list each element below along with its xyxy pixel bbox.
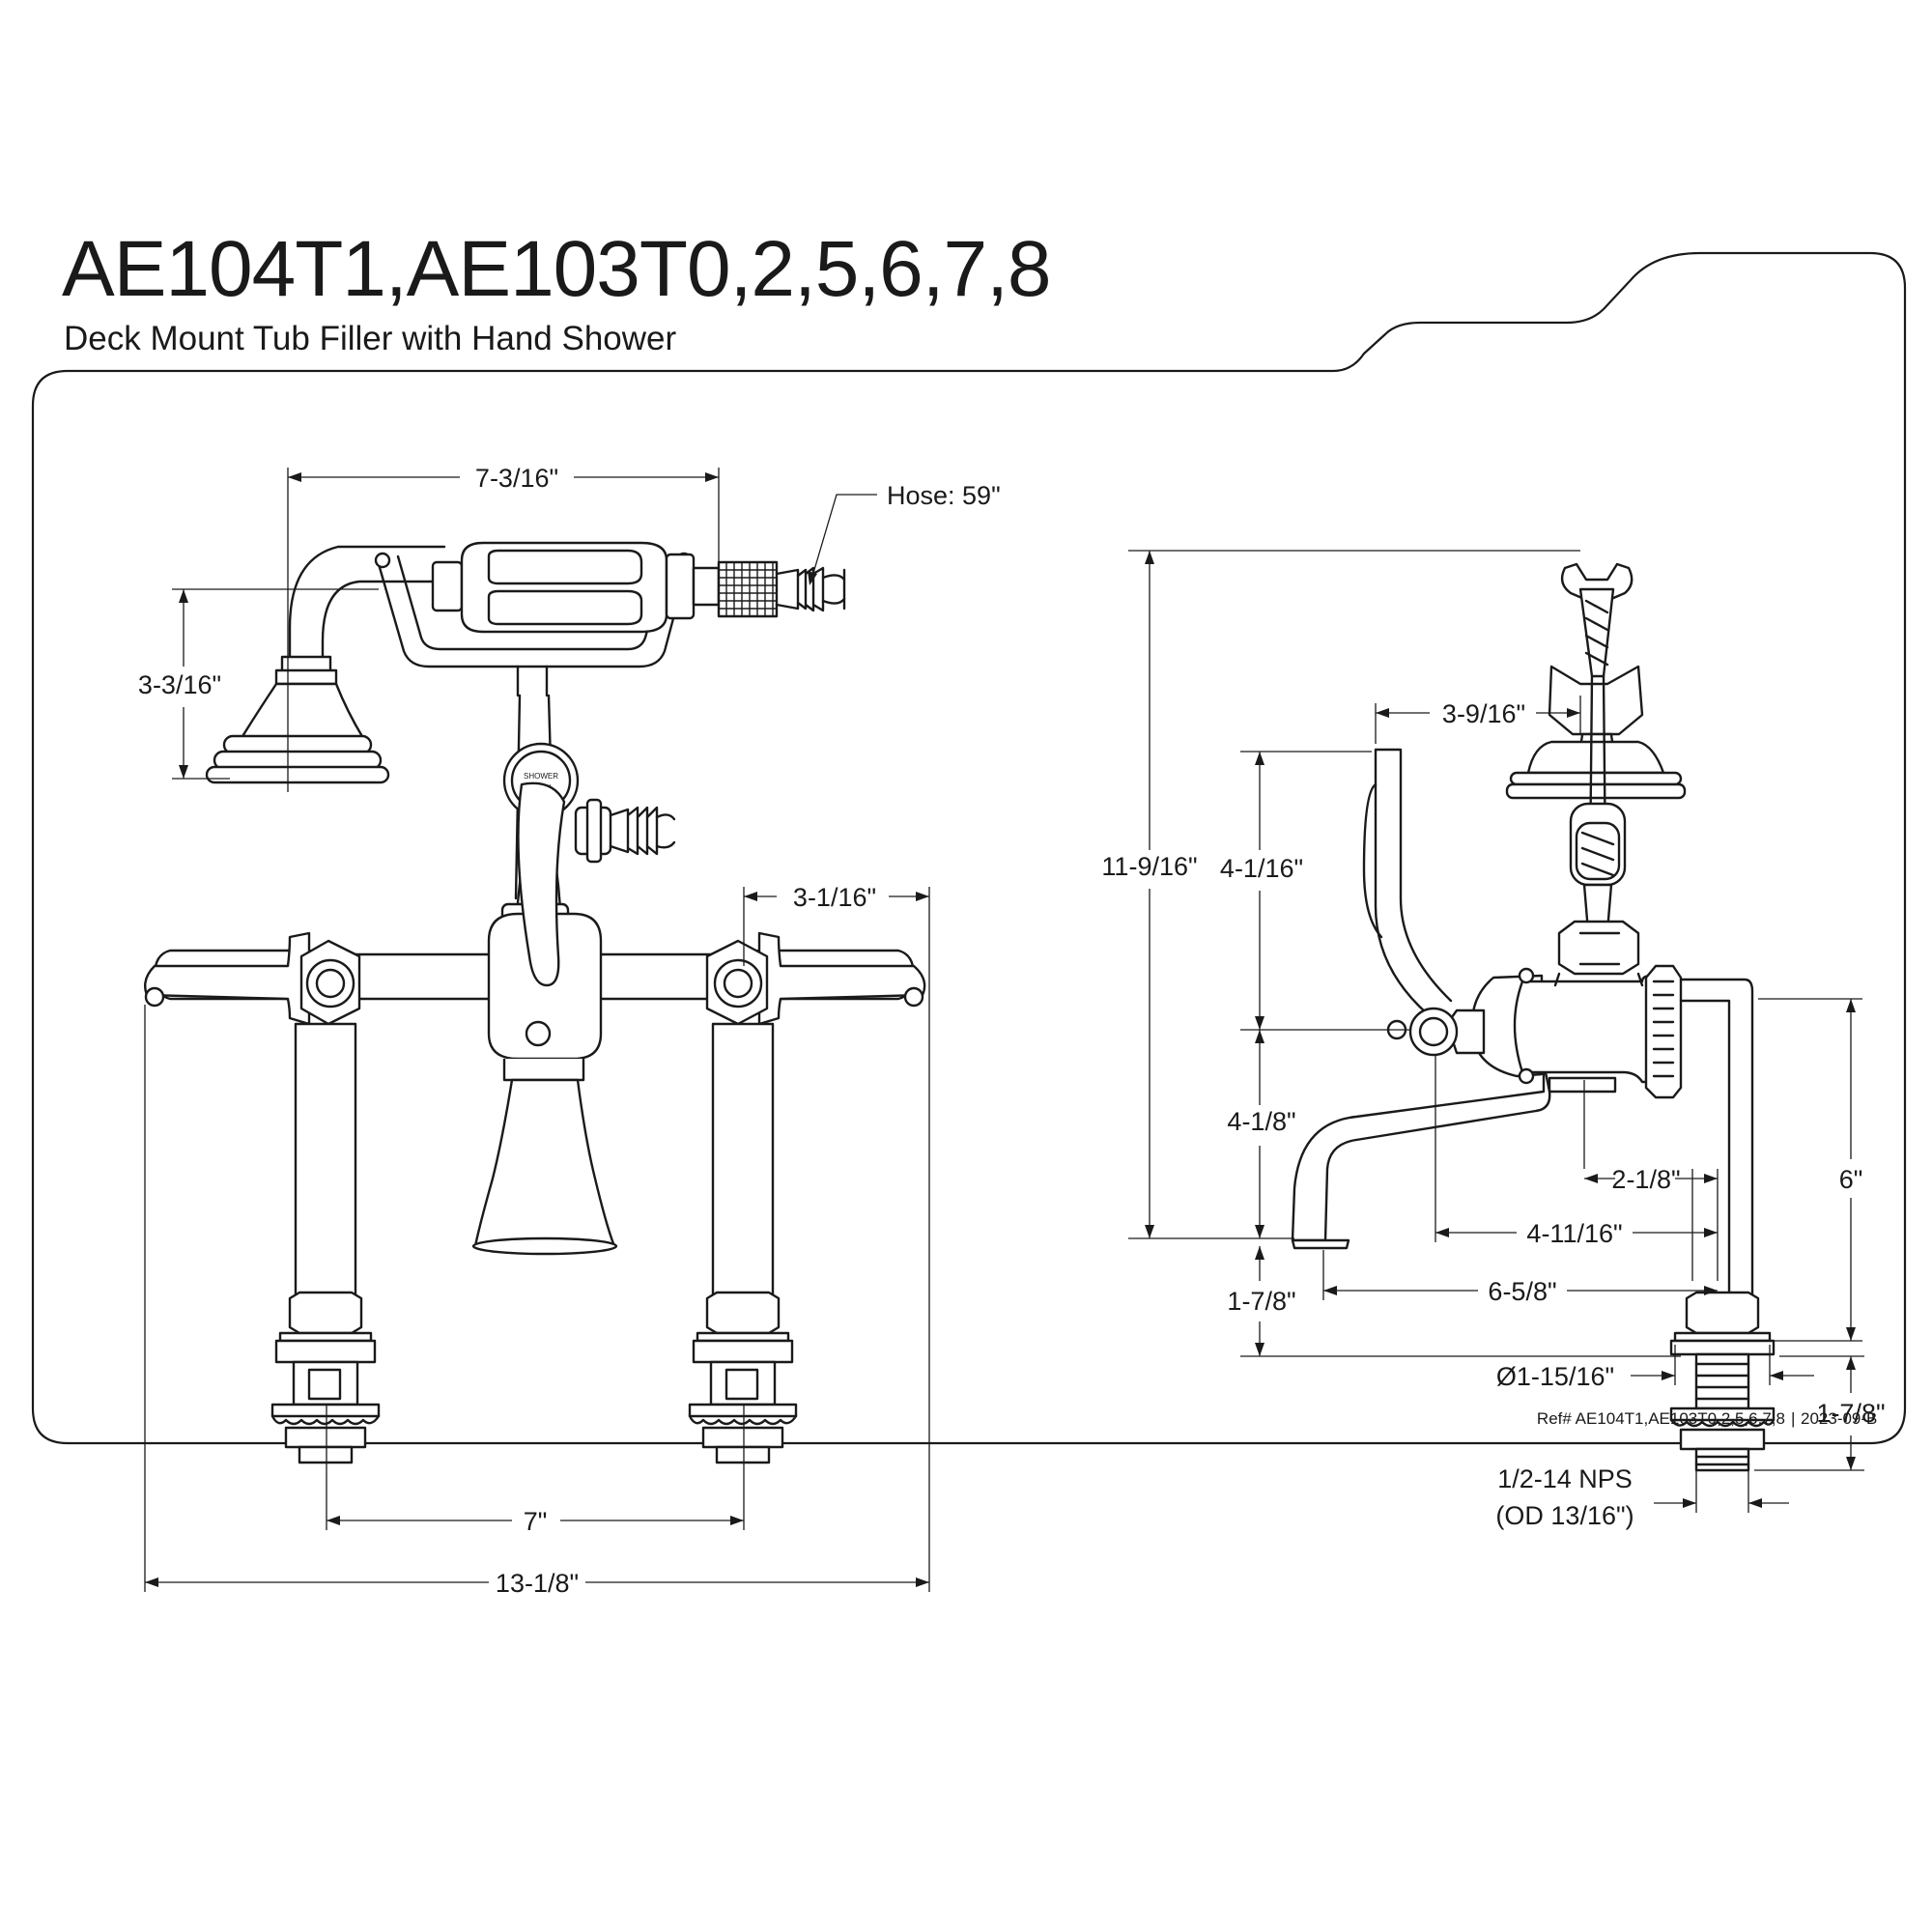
diverter-label-shower: SHOWER <box>524 772 558 781</box>
dim-spout-height: 4-1/8" <box>1227 1107 1295 1136</box>
dim-handshower-width: 7-3/16" <box>475 464 558 493</box>
side-dimensions: 11-9/16" 3-9/16" 4-1/16" 4-1/8" 2-1/8" 4… <box>1101 550 1886 1530</box>
page-subtitle: Deck Mount Tub Filler with Hand Shower <box>64 320 677 357</box>
front-dimensions: 7-3/16" Hose: 59" 3-3/16" 3-1/16" 7" 13-… <box>138 464 1001 1598</box>
hand-shower-head <box>205 545 446 784</box>
front-view: SHOWER BATH <box>138 464 1001 1598</box>
dim-thread-od: (OD 13/16") <box>1495 1501 1634 1530</box>
handset-barrel <box>431 541 721 634</box>
dim-shank-length: 1-7/8" <box>1816 1399 1885 1428</box>
side-shank <box>1669 1291 1776 1472</box>
dim-flange-diameter: Ø1-15/16" <box>1496 1362 1614 1391</box>
right-supply-leg <box>688 1022 798 1464</box>
hose-connector <box>717 560 846 618</box>
dim-cradle-offset: 3-9/16" <box>1442 699 1525 728</box>
dim-deck-clearance: 1-7/8" <box>1227 1287 1295 1316</box>
faucet-body <box>153 781 916 1256</box>
side-valve-body <box>1386 920 1754 1316</box>
revision-text: 2023-09-B <box>1801 1409 1877 1428</box>
page-title: AE104T1,AE103T0,2,5,6,7,8 <box>62 225 1052 313</box>
dim-spout-rise: 4-1/16" <box>1220 854 1303 883</box>
side-spout <box>1291 748 1617 1250</box>
side-handshower <box>1505 562 1687 933</box>
dim-handle-to-shank: 4-11/16" <box>1526 1219 1622 1248</box>
dim-overall-width: 13-1/8" <box>496 1569 579 1598</box>
reference-text: Ref# AE104T1,AE103T0,2,5,6,7,8 <box>1537 1409 1785 1428</box>
dim-outlet-to-shank: 2-1/8" <box>1611 1165 1680 1194</box>
footer-separator: | <box>1791 1409 1795 1428</box>
dim-centers: 7" <box>524 1507 548 1536</box>
side-view: 11-9/16" 3-9/16" 4-1/16" 4-1/8" 2-1/8" 4… <box>1101 550 1886 1530</box>
dim-thread-spec: 1/2-14 NPS <box>1497 1464 1633 1493</box>
dim-handshower-height: 3-3/16" <box>138 670 221 699</box>
dim-hose-length: Hose: 59" <box>887 481 1001 510</box>
left-supply-leg <box>270 1022 381 1464</box>
right-handle <box>705 931 926 1026</box>
dim-handle-offset: 3-1/16" <box>793 883 876 912</box>
dim-overall-height: 11-9/16" <box>1101 852 1197 881</box>
dim-spout-reach: 6-5/8" <box>1488 1277 1556 1306</box>
dim-body-height: 6" <box>1839 1165 1863 1194</box>
drawing-frame <box>31 251 1907 1445</box>
left-handle <box>144 931 361 1026</box>
